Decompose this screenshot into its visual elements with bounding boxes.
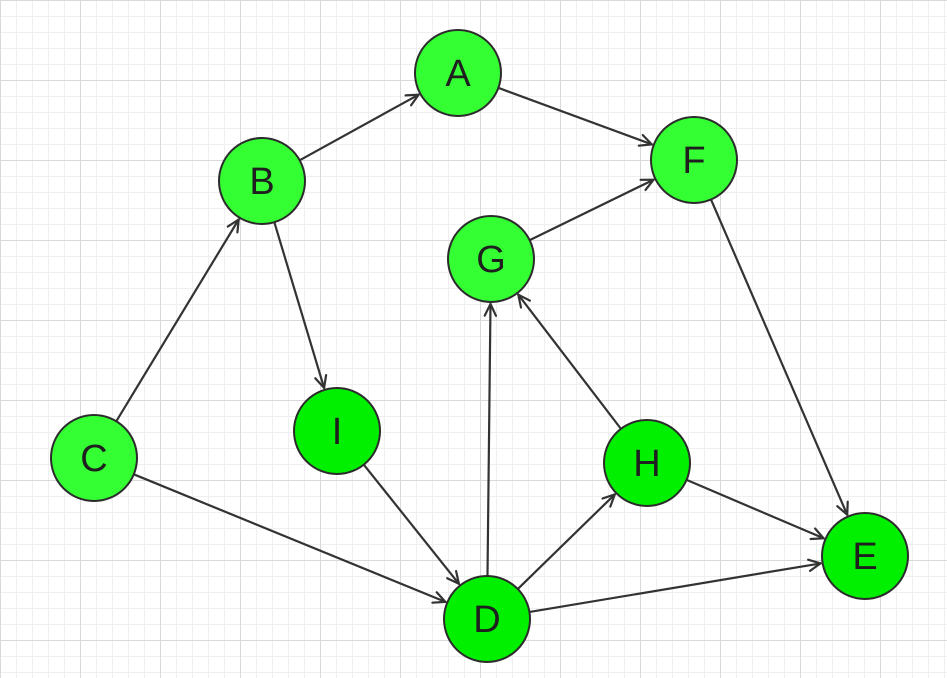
node-label: G bbox=[476, 239, 506, 281]
edge-a-f bbox=[498, 87, 653, 147]
edge-line bbox=[273, 222, 326, 389]
arrowhead bbox=[836, 500, 849, 516]
node-label: I bbox=[332, 411, 343, 453]
edge-b-i bbox=[273, 222, 328, 389]
node-d[interactable]: D bbox=[443, 575, 531, 663]
node-circle[interactable] bbox=[821, 512, 909, 600]
node-f[interactable]: F bbox=[650, 116, 738, 204]
node-label: C bbox=[80, 438, 107, 480]
node-e[interactable]: E bbox=[821, 512, 909, 600]
node-label: E bbox=[852, 536, 877, 578]
edge-d-e bbox=[529, 558, 822, 613]
node-c[interactable]: C bbox=[50, 414, 138, 502]
node-label: B bbox=[249, 161, 274, 203]
node-i[interactable]: I bbox=[293, 387, 381, 475]
arrowhead bbox=[226, 218, 240, 234]
edges-layer bbox=[115, 87, 849, 613]
edge-c-d bbox=[133, 473, 447, 604]
edge-line bbox=[486, 302, 492, 577]
node-circle[interactable] bbox=[603, 419, 691, 507]
edge-line bbox=[133, 473, 447, 604]
arrowhead bbox=[806, 558, 822, 573]
edge-line bbox=[710, 199, 849, 516]
edge-line bbox=[529, 178, 655, 241]
node-circle[interactable] bbox=[650, 116, 738, 204]
edge-line bbox=[498, 87, 653, 146]
arrowhead bbox=[483, 302, 498, 317]
node-circle[interactable] bbox=[218, 137, 306, 225]
arrowhead bbox=[639, 178, 655, 191]
edge-i-d bbox=[363, 464, 460, 585]
edge-line bbox=[299, 93, 420, 161]
node-label: D bbox=[473, 599, 500, 641]
node-circle[interactable] bbox=[447, 215, 535, 303]
edge-line bbox=[363, 464, 460, 585]
edge-b-a bbox=[299, 93, 420, 161]
node-label: A bbox=[445, 53, 471, 95]
edge-h-e bbox=[686, 479, 825, 541]
edge-line bbox=[115, 218, 240, 422]
node-h[interactable]: H bbox=[603, 419, 691, 507]
arrowhead bbox=[314, 374, 328, 389]
node-circle[interactable] bbox=[414, 29, 502, 117]
arrowhead bbox=[637, 134, 653, 147]
edge-f-e bbox=[710, 199, 849, 516]
edge-line bbox=[517, 293, 622, 430]
node-circle[interactable] bbox=[293, 387, 381, 475]
edge-line bbox=[529, 562, 822, 613]
node-g[interactable]: G bbox=[447, 215, 535, 303]
node-circle[interactable] bbox=[443, 575, 531, 663]
edge-g-f bbox=[529, 178, 655, 241]
node-a[interactable]: A bbox=[414, 29, 502, 117]
arrowhead bbox=[431, 591, 447, 604]
edge-c-b bbox=[115, 218, 240, 422]
node-circle[interactable] bbox=[50, 414, 138, 502]
arrowhead bbox=[601, 493, 616, 508]
node-b[interactable]: B bbox=[218, 137, 306, 225]
node-label: H bbox=[633, 443, 660, 485]
node-label: F bbox=[682, 140, 705, 182]
edge-d-g bbox=[483, 302, 498, 577]
arrowhead bbox=[517, 293, 532, 309]
arrowhead bbox=[404, 93, 420, 107]
edge-line bbox=[517, 493, 616, 590]
arrowhead bbox=[446, 569, 460, 585]
edge-d-h bbox=[517, 493, 616, 590]
arrowhead bbox=[809, 527, 825, 541]
nodes-layer: A B C D E F G H I bbox=[50, 29, 909, 663]
edge-h-g bbox=[517, 293, 622, 430]
edge-line bbox=[686, 479, 825, 540]
